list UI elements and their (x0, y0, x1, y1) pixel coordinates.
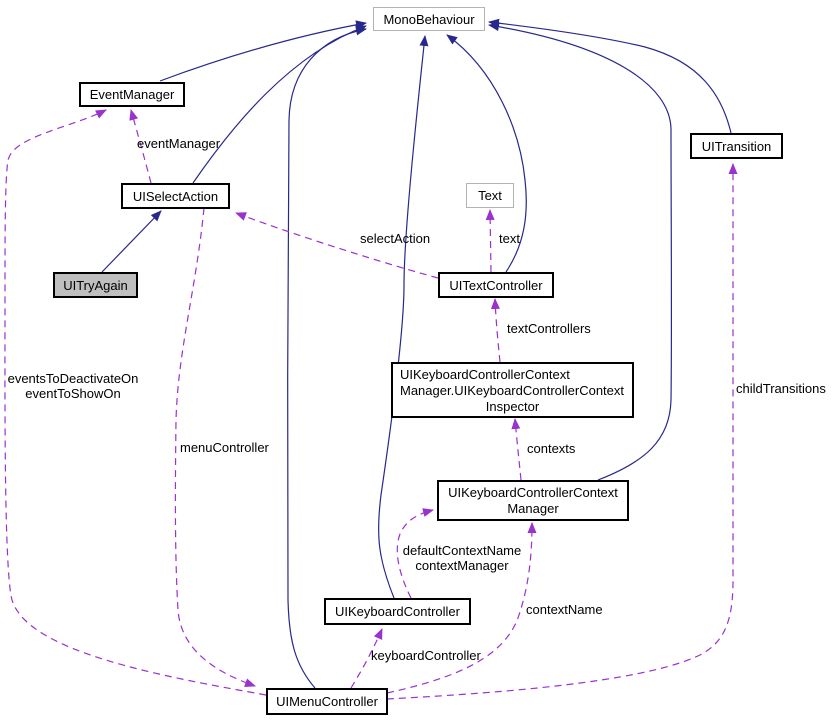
node-label: UISelectAction (132, 188, 219, 204)
edge-label-childtransitions: childTransitions (736, 381, 826, 396)
edge-label-selectaction: selectAction (360, 231, 431, 246)
node-monobehaviour: MonoBehaviour (373, 7, 485, 31)
node-uitransition[interactable]: UITransition (690, 133, 783, 159)
node-eventmanager[interactable]: EventManager (79, 82, 185, 107)
edge-eventstodeactivateon (4, 109, 267, 696)
edge-label-textcontrollers: textControllers (507, 321, 591, 336)
edge-selectaction (235, 212, 439, 279)
edge-contextmanager-monobehaviour (488, 22, 673, 481)
node-uimenucontroller[interactable]: UIMenuController (266, 688, 388, 715)
node-label: MonoBehaviour (383, 11, 475, 27)
node-uikeyboardcontroller[interactable]: UIKeyboardController (324, 598, 471, 625)
node-label: UITryAgain (63, 277, 128, 293)
edge-label-keyboardcontroller: keyboardController (371, 648, 481, 663)
edge-label-line: contextManager (415, 558, 509, 573)
node-label: Text (478, 188, 502, 203)
edge-uitryagain-uiselectaction (101, 210, 162, 273)
node-uikeyboardcontrollercontextmanager[interactable]: UIKeyboardControllerContext Manager (437, 480, 629, 521)
edge-label-menucontroller: menuController (180, 440, 269, 455)
node-label-line: Manager (507, 501, 559, 516)
edge-label-line: defaultContextName (402, 543, 522, 558)
edge-label-text: text (499, 231, 520, 246)
edge-label-line: eventsToDeactivateOn (7, 371, 139, 386)
edge-uiselectaction-monobehaviour (192, 25, 367, 184)
edge-contextname (386, 522, 537, 694)
edge-defaultcontextname (396, 508, 434, 599)
edge-menucontroller (174, 207, 256, 687)
edge-text (485, 209, 495, 273)
edge-uitransition-monobehaviour (488, 18, 732, 134)
node-text: Text (466, 183, 514, 208)
node-label: UIMenuController (276, 694, 378, 709)
node-label: EventManager (89, 87, 175, 102)
node-label: UIKeyboardController (334, 604, 460, 619)
edge-uitextcontroller-monobehaviour (446, 34, 527, 273)
edge-eventmanager-monobehaviour (159, 20, 367, 82)
edge-label-eventstodeactivateon: eventsToDeactivateOn eventToShowOn (6, 371, 140, 401)
edge-uimenucontroller-monobehaviour (286, 26, 367, 689)
node-label: UITextController (449, 277, 543, 293)
edge-keyboardcontroller (350, 628, 383, 689)
node-uiselectaction[interactable]: UISelectAction (121, 183, 230, 209)
edge-textcontrollers (490, 298, 501, 363)
node-label: UITransition (701, 138, 772, 154)
edge-uikeyboardcontroller-monobehaviour (378, 35, 429, 599)
edge-label-contexts: contexts (527, 441, 576, 456)
node-label-line: UIKeyboardControllerContext (400, 367, 570, 382)
node-uikeyboardcontrollercontextinspector[interactable]: UIKeyboardControllerContext Manager.UIKe… (391, 362, 634, 418)
node-label-line: Manager.UIKeyboardControllerContext (400, 383, 625, 398)
edge-label-eventmanager: eventManager (137, 136, 221, 151)
node-uitryagain: UITryAgain (53, 272, 138, 298)
node-label-line: UIKeyboardControllerContext (448, 485, 618, 500)
node-label-line: Inspector (485, 399, 540, 414)
edge-eventmanager-member (129, 109, 152, 184)
edge-contexts (511, 418, 522, 481)
node-uitextcontroller[interactable]: UITextController (438, 272, 554, 298)
edge-label-line: eventToShowOn (25, 386, 121, 401)
edge-label-defaultcontextname: defaultContextName contextManager (400, 543, 524, 573)
edge-label-contextname: contextName (526, 602, 603, 617)
